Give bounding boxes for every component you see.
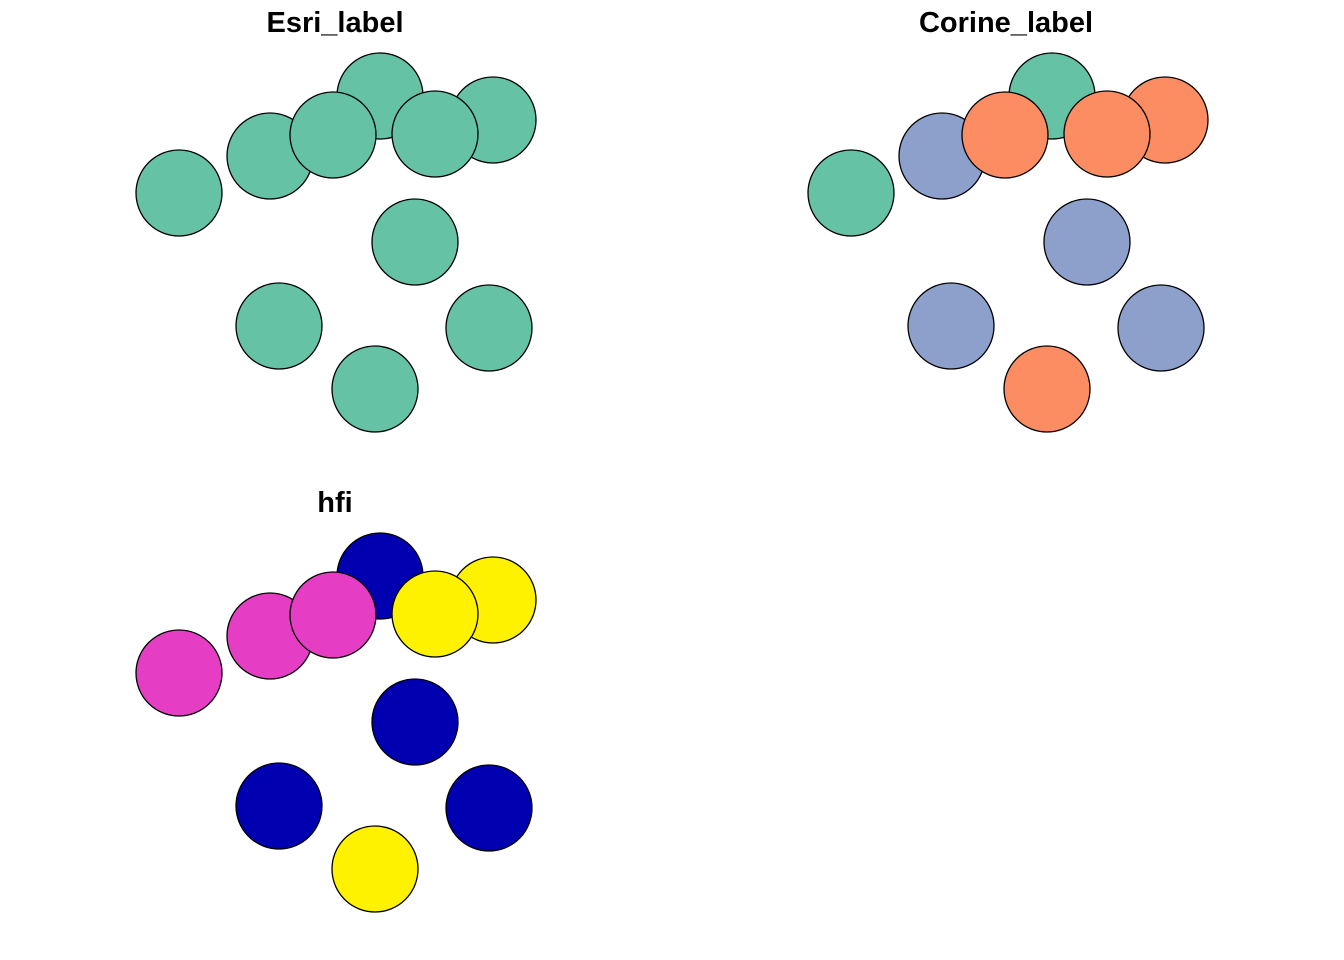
data-point <box>371 678 459 766</box>
data-point <box>1063 90 1151 178</box>
data-point <box>907 282 995 370</box>
data-point <box>331 345 419 433</box>
data-point <box>135 629 223 717</box>
point-group-hfi <box>135 532 537 913</box>
data-point <box>235 762 323 850</box>
panel-corine-label: Corine_label <box>807 7 1209 433</box>
data-point <box>445 764 533 852</box>
data-point <box>1117 284 1205 372</box>
data-point <box>371 198 459 286</box>
data-point <box>391 90 479 178</box>
data-point <box>1043 198 1131 286</box>
data-point <box>445 284 533 372</box>
panel-hfi: hfi <box>135 487 537 913</box>
point-group-esri-label <box>135 52 537 433</box>
data-point <box>135 149 223 237</box>
panel-title-corine-label: Corine_label <box>919 7 1093 39</box>
data-point <box>331 825 419 913</box>
data-point <box>289 91 377 179</box>
data-point <box>961 91 1049 179</box>
data-point <box>807 149 895 237</box>
data-point <box>289 571 377 659</box>
panel-title-hfi: hfi <box>317 487 352 519</box>
panel-esri-label: Esri_label <box>135 7 537 433</box>
panel-title-esri-label: Esri_label <box>266 7 403 39</box>
data-point <box>391 570 479 658</box>
data-point <box>1003 345 1091 433</box>
data-point <box>235 282 323 370</box>
point-group-corine-label <box>807 52 1209 433</box>
